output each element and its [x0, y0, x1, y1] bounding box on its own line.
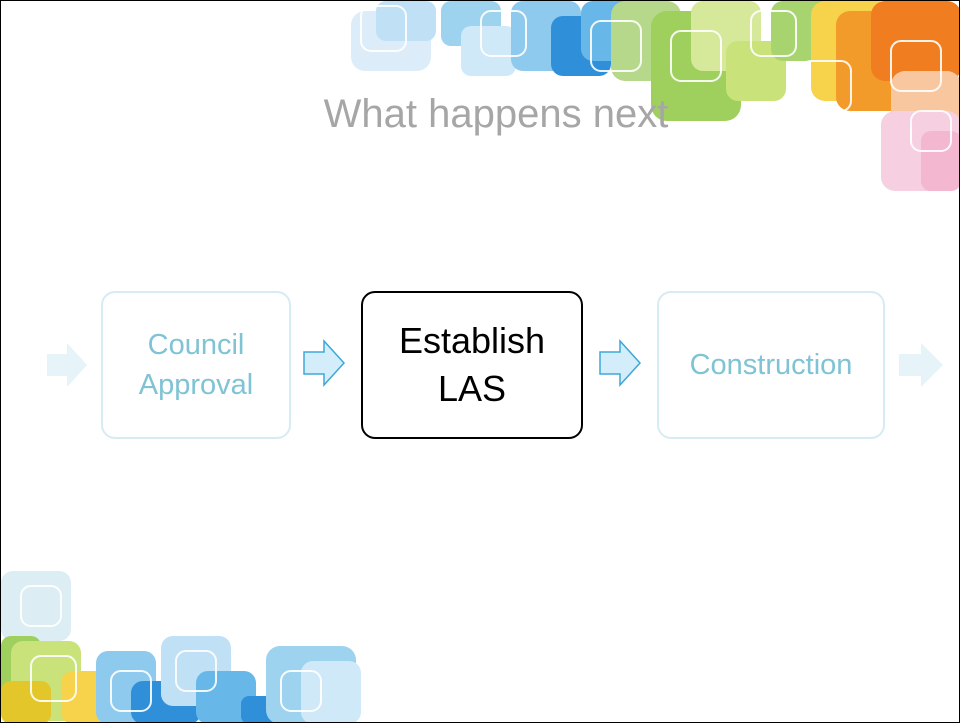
step-label: Construction: [689, 349, 853, 381]
arrow-right-icon: [599, 339, 641, 387]
step-label: Establish LAS: [398, 320, 546, 409]
slide-title: What happens next: [323, 92, 669, 136]
step-label: Council Approval: [138, 329, 254, 401]
process-step-establish-las: Establish LAS: [361, 291, 583, 439]
arrow-right-icon: [303, 339, 345, 387]
decorative-pattern-bottom: [1, 571, 361, 722]
decorative-pattern-top: [351, 1, 959, 191]
process-step-construction: Construction: [657, 291, 885, 439]
faded-arrow-right-icon: [899, 343, 943, 387]
process-step-council-approval: Council Approval: [101, 291, 291, 439]
faded-arrow-right-icon: [47, 343, 87, 387]
